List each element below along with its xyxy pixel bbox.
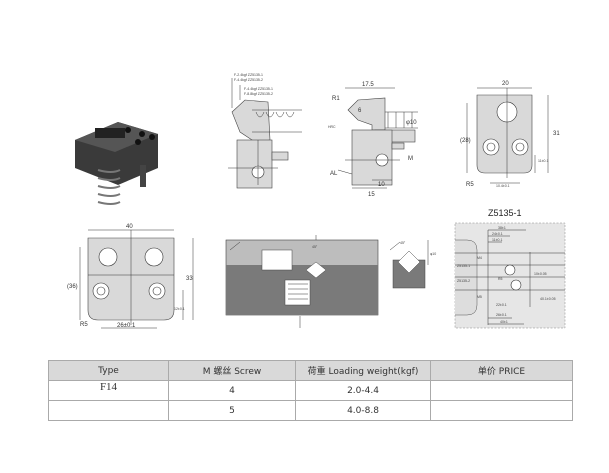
z5135-drawing: Z5135-1 38±1 24±0.1 11±0.1 M4 M5 R5 22±0… <box>454 208 566 329</box>
dim-label: 10 <box>378 182 385 188</box>
cell-load: 4.0-8.8 <box>295 400 431 421</box>
force-label: F-8.8kgf ZZ5135-2 <box>244 92 273 96</box>
dim-label: 40.1±0.05 <box>540 297 556 301</box>
dim-label: 38±1 <box>498 226 506 230</box>
cell-screw: 5 <box>168 400 296 421</box>
angle-label: 45° <box>400 241 406 245</box>
dim-label: 31 <box>553 131 560 137</box>
dim-label: R5 <box>498 277 503 281</box>
dim-label: 20 <box>502 81 509 87</box>
cell-type: F14 <box>48 380 169 401</box>
dim-label: 11±0.1 <box>492 238 502 242</box>
small-front-view-drawing: 20 31 (28) 10.4±0.1 11±0.1 R5 <box>460 81 560 188</box>
dim-label: R5 <box>80 322 88 328</box>
spec-table: Type M 螺丝 Screw 荷重 Loading weight(kgf) 单… <box>48 360 573 421</box>
dim-label: 40 <box>126 224 133 230</box>
angle-label: 45° <box>312 245 318 249</box>
header-type: Type <box>48 360 169 381</box>
side-view-drawing-b: 17.5 R1 6 HRC φ10 M AL 10 15 <box>328 82 418 198</box>
large-front-view-drawing: 40 33 (36) 26±0.1 12±0.1 R5 <box>67 224 193 329</box>
header-load: 荷重 Loading weight(kgf) <box>295 360 431 381</box>
cell-screw: 4 <box>168 380 296 401</box>
dim-label: R5 <box>466 182 474 188</box>
drawing-title: Z5135-1 <box>488 208 522 218</box>
cell-price <box>430 400 573 421</box>
dim-label: 11±0.1 <box>538 159 548 163</box>
force-label: F-2.4kgf ZZ5135-1 <box>234 73 263 77</box>
material-label: HRC <box>328 125 336 129</box>
table-row: F14 4 2.0-4.4 <box>48 380 573 401</box>
dim-label: 6 <box>358 108 362 114</box>
dim-label: 26±0.1 <box>496 313 507 317</box>
section-view-drawing: 45° <box>225 235 379 328</box>
dim-label: 15 <box>368 192 375 198</box>
dim-label: φ10 <box>406 120 417 126</box>
dim-label: R1 <box>332 96 340 102</box>
cell-type-empty <box>48 400 169 421</box>
part-label: Z5135-1 <box>457 264 470 268</box>
dim-label: 17.5 <box>362 82 374 88</box>
product-photo <box>75 122 158 205</box>
header-price: 单价 PRICE <box>430 360 573 381</box>
dim-label: M4 <box>477 256 482 260</box>
side-view-drawing-a: F-2.4kgf ZZ5135-1 F-4.4kgf ZZ5135-2 F-4.… <box>228 73 302 189</box>
dim-label: M <box>408 156 413 162</box>
dim-label: (28) <box>460 138 471 144</box>
table-header-row: Type M 螺丝 Screw 荷重 Loading weight(kgf) 单… <box>48 360 573 381</box>
header-screw: M 螺丝 Screw <box>168 360 296 381</box>
dim-label: M5 <box>477 295 482 299</box>
dim-label: φ10 <box>430 252 436 256</box>
dim-label: 22±0.1 <box>496 303 507 307</box>
dim-label: 12±0.1 <box>174 307 185 311</box>
dim-label: AL <box>330 171 338 177</box>
dim-label: 10±0.05 <box>534 272 547 276</box>
dim-label: (36) <box>67 284 78 290</box>
dim-label: 26±0.1 <box>117 323 136 329</box>
table-row: 5 4.0-8.8 <box>48 400 573 421</box>
force-label: F-4.4kgf ZZ5135-1 <box>244 87 273 91</box>
dim-label: 33 <box>186 276 193 282</box>
dim-label: 24±0.1 <box>492 232 503 236</box>
detail-view-drawing: 45° φ10 <box>389 240 436 289</box>
cell-load: 2.0-4.4 <box>295 380 431 401</box>
part-label: Z5135-2 <box>457 279 470 283</box>
force-label: F-4.4kgf ZZ5135-2 <box>234 78 263 82</box>
dim-label: 40±1 <box>500 320 508 324</box>
dim-label: 10.4±0.1 <box>496 184 510 188</box>
cell-price <box>430 380 573 401</box>
